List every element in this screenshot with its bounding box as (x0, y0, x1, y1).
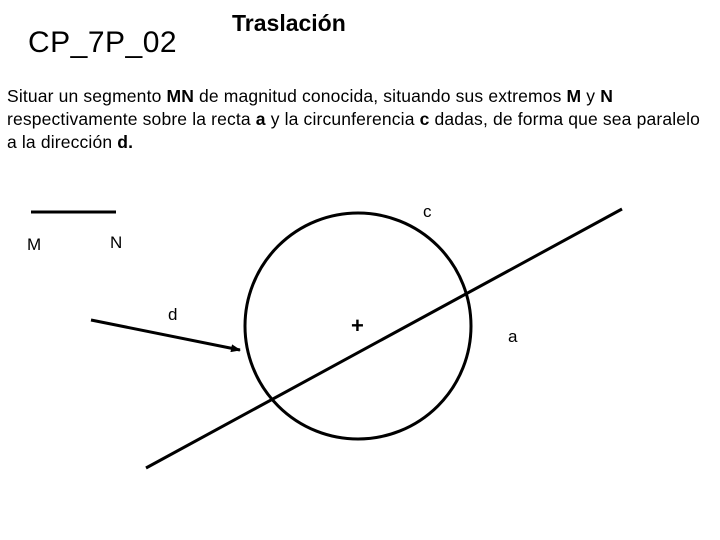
page-title: Traslación (232, 10, 346, 36)
circle-center-mark: + (351, 313, 364, 338)
direction-d-arrow (90, 318, 241, 353)
statement-text: de magnitud conocida, situando sus extre… (194, 86, 567, 106)
statement-text: dadas, de forma que sea paralelo a la di… (7, 109, 701, 152)
statement-text: respectivamente sobre la recta (7, 109, 256, 129)
statement-text-bold: N (600, 86, 613, 106)
problem-statement: Situar un segmento MN de magnitud conoci… (7, 85, 707, 154)
line-a (145, 207, 623, 470)
label-m: M (27, 235, 41, 254)
circle-c (243, 211, 473, 441)
label-c: c (423, 202, 432, 221)
statement-text-bold: a (255, 109, 266, 129)
statement-text: y la circunferencia (265, 109, 420, 129)
label-n: N (110, 233, 122, 252)
statement-text-bold: d. (117, 132, 134, 152)
statement-text-bold: M (566, 86, 582, 106)
statement-text: Situar un segmento (7, 86, 167, 106)
label-d: d (168, 305, 177, 324)
statement-text: y (581, 86, 601, 106)
label-a: a (508, 327, 518, 346)
statement-text-bold: MN (166, 86, 194, 106)
exercise-code: CP_7P_02 (28, 26, 178, 59)
statement-text-bold: c (419, 109, 430, 129)
